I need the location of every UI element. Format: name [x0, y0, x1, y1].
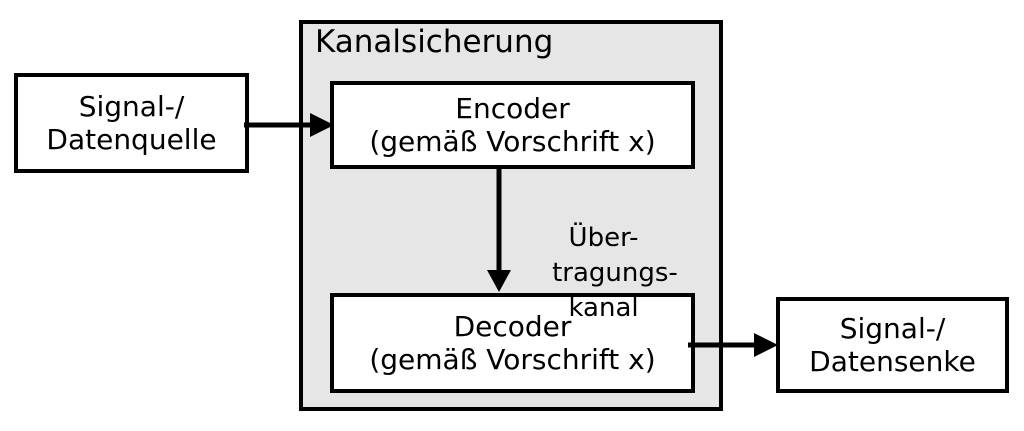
- node-encoder-line-1: Encoder: [455, 91, 570, 125]
- node-signal-datenquelle[interactable]: Signal-/ Datenquelle: [14, 73, 249, 173]
- node-source-line-1: Signal-/: [78, 89, 185, 123]
- arrow-right-icon-decoder-to-sink: [688, 333, 778, 357]
- node-encoder[interactable]: Encoder (gemäß Vorschrift x): [330, 81, 695, 169]
- arrow-down-icon-encoder-to-decoder: [487, 166, 511, 292]
- node-decoder[interactable]: Decoder (gemäß Vorschrift x): [330, 293, 695, 393]
- node-encoder-line-2: (gemäß Vorschrift x): [369, 125, 656, 158]
- node-sink-line-2: Datensenke: [809, 345, 976, 378]
- node-decoder-line-2: (gemäß Vorschrift x): [369, 343, 656, 376]
- node-sink-line-1: Signal-/: [839, 311, 946, 345]
- edge-label-uebertragungskanal: Über- tragungs- kanal: [519, 186, 678, 361]
- node-signal-datensenke[interactable]: Signal-/ Datensenke: [776, 297, 1009, 393]
- node-source-line-2: Datenquelle: [46, 123, 217, 156]
- channel-label-line-1: Über-: [568, 223, 639, 254]
- arrow-right-icon-source-to-encoder: [244, 113, 334, 137]
- channel-label-line-2: tragungs-: [552, 258, 678, 289]
- node-decoder-line-1: Decoder: [453, 309, 572, 343]
- channel-label-line-3: kanal: [568, 293, 639, 324]
- group-title: Kanalsicherung: [315, 24, 554, 60]
